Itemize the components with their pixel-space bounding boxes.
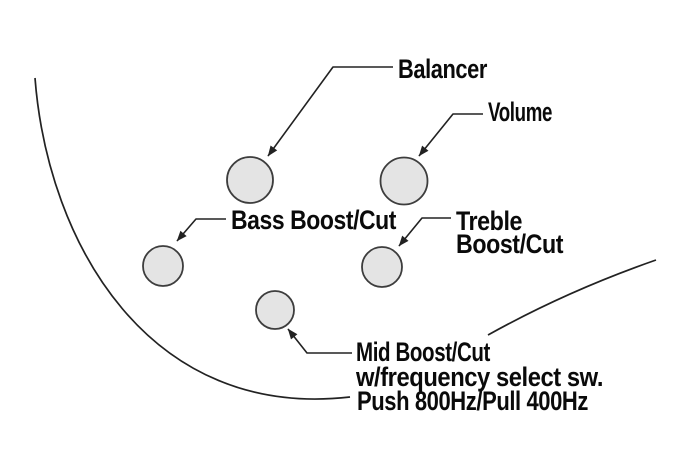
bass-label: Bass Boost/Cut <box>231 205 396 235</box>
volume-knob-icon <box>379 156 429 206</box>
volume-callout-arrow <box>418 113 483 157</box>
treble-label-line2: Boost/Cut <box>456 229 563 259</box>
balancer-label: Balancer <box>398 54 488 84</box>
treble-knob-icon <box>361 246 403 288</box>
treble-label-line1: Treble <box>456 206 522 236</box>
mid-callout-arrow <box>287 328 352 354</box>
balancer-callout-arrow <box>267 66 393 157</box>
mid-label-line1: Mid Boost/Cut <box>356 337 490 367</box>
bass-callout-arrow <box>176 218 226 242</box>
volume-label: Volume <box>488 97 552 127</box>
mid-knob-icon <box>255 290 295 330</box>
bass-knob-icon <box>142 245 184 287</box>
mid-label-line3: Push 800Hz/Pull 400Hz <box>357 386 588 416</box>
mid-label-line2: w/frequency select sw. <box>355 362 603 392</box>
guitar-body-edge-left <box>34 77 351 400</box>
treble-callout-arrow <box>398 217 451 247</box>
balancer-knob-icon <box>226 156 274 204</box>
guitar-body-edge-right <box>487 259 657 336</box>
